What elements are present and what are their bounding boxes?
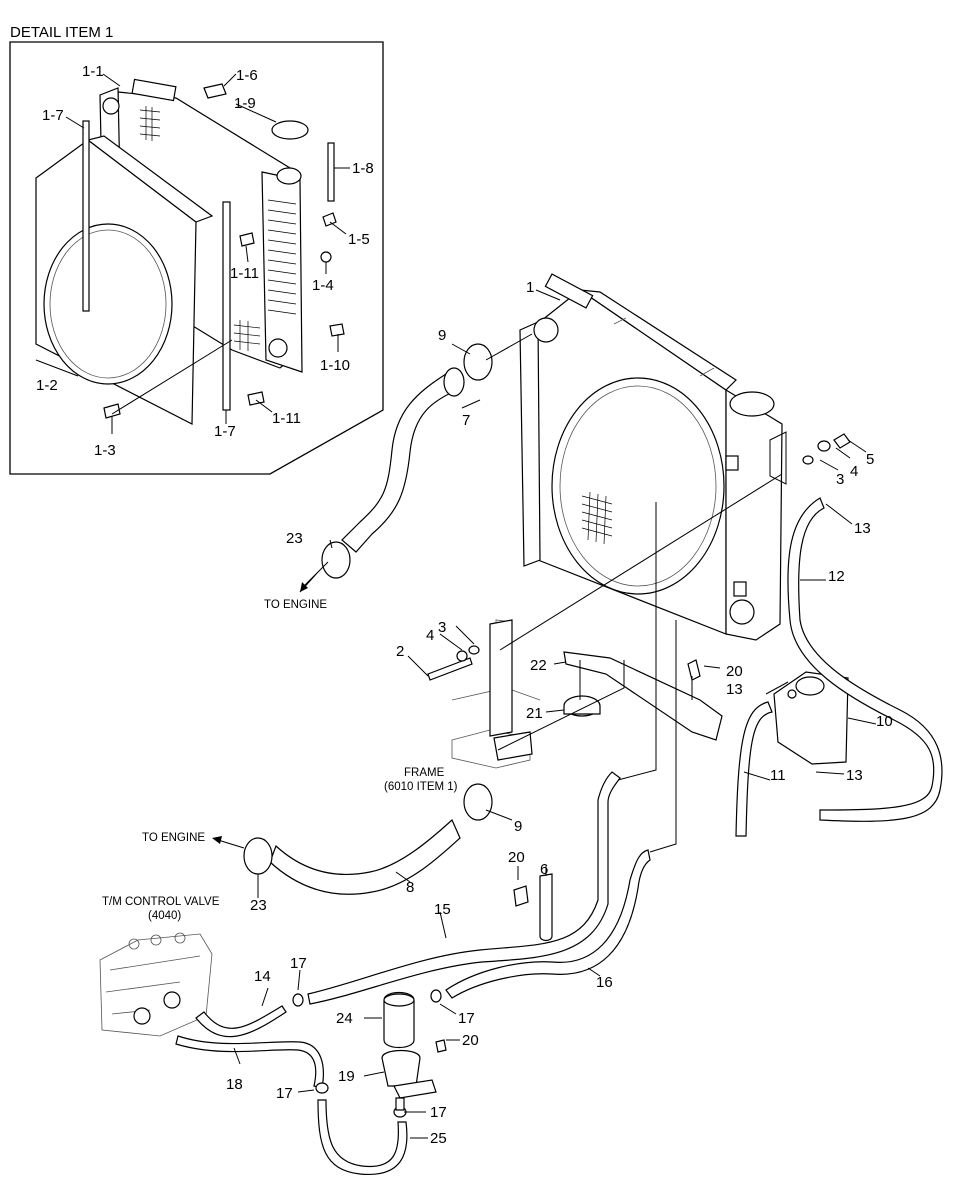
- oil-filter-assembly: [381, 991, 447, 1111]
- seal-strip-left: [82, 120, 90, 312]
- callout-1-1: 1-1: [82, 63, 104, 80]
- detail-leader-lines: [35, 73, 350, 434]
- mount-hardware-right: [802, 433, 851, 465]
- hose-clamp-23-lower: [243, 837, 273, 875]
- radiator-assembly: [519, 273, 787, 641]
- callout-17-lower-right: 17: [430, 1104, 447, 1121]
- callout-19: 19: [338, 1068, 355, 1085]
- callout-5: 5: [866, 451, 874, 468]
- detail-heading: DETAIL ITEM 1: [10, 24, 113, 41]
- callout-1-8: 1-8: [352, 160, 374, 177]
- detail-panel: DETAIL ITEM 1: [9, 24, 384, 475]
- callout-13-top: 13: [854, 520, 871, 537]
- callout-10: 10: [876, 713, 893, 730]
- frame-note-line1: FRAME: [404, 767, 445, 779]
- callout-1: 1: [526, 279, 534, 296]
- mount-hardware-left: [427, 645, 701, 681]
- callout-23-upper: 23: [286, 530, 303, 547]
- callout-1-11-lower: 1-11: [272, 410, 301, 427]
- callout-13-tank-top: 13: [726, 681, 743, 698]
- callout-1-4: 1-4: [312, 277, 334, 294]
- detail-fan-shroud: [35, 135, 214, 425]
- transmission-oil-lines: [307, 771, 651, 1005]
- callout-1-3: 1-3: [94, 442, 116, 459]
- callout-22: 22: [530, 657, 547, 674]
- tm-valve-note-line2: (4040): [148, 910, 181, 922]
- frame-note-line2: (6010 ITEM 1): [384, 781, 458, 793]
- callout-4-left: 4: [426, 627, 434, 644]
- callout-18: 18: [226, 1076, 243, 1093]
- callout-14: 14: [254, 968, 271, 985]
- to-engine-lower-note: TO ENGINE: [142, 832, 205, 844]
- callout-20-lower: 20: [462, 1032, 479, 1049]
- transmission-control-valve: [99, 932, 213, 1037]
- seal-strip-right: [222, 201, 231, 411]
- callout-1-7-right: 1-7: [214, 423, 236, 440]
- callout-7: 7: [462, 412, 470, 429]
- callout-21: 21: [526, 705, 543, 722]
- detail-rod: [327, 142, 335, 202]
- callout-15: 15: [434, 901, 451, 918]
- to-engine-upper-note: TO ENGINE: [264, 599, 327, 611]
- reserve-tank: [773, 671, 849, 765]
- mount-plate-assembly: [563, 651, 723, 741]
- leader-lines: [233, 289, 877, 1139]
- callout-9-upper: 9: [438, 327, 446, 344]
- callout-17-lower-left: 17: [276, 1085, 293, 1102]
- tm-valve-note-line1: T/M CONTROL VALVE: [102, 896, 220, 908]
- callout-24: 24: [336, 1010, 353, 1027]
- callout-1-2: 1-2: [36, 377, 58, 394]
- callout-9-lower: 9: [514, 818, 522, 835]
- callout-11: 11: [770, 767, 786, 784]
- callout-25: 25: [430, 1130, 447, 1147]
- callout-12: 12: [828, 568, 845, 585]
- callout-8: 8: [406, 879, 414, 896]
- detail-fasteners: [103, 212, 345, 419]
- tank-hoses: [735, 497, 943, 837]
- hose-clamp-23-upper: [321, 541, 351, 579]
- callout-13-tank-bottom: 13: [846, 767, 863, 784]
- hose-clamp-lower: [463, 783, 493, 821]
- callout-17-upper-right: 17: [458, 1010, 475, 1027]
- callout-1-5: 1-5: [348, 231, 370, 248]
- callout-17-upper-left: 17: [290, 955, 307, 972]
- hose-bracket: [513, 873, 553, 942]
- hose-clamp-upper: [463, 343, 493, 381]
- callout-6: 6: [540, 861, 548, 878]
- label-plate: [203, 83, 227, 99]
- callout-3-right: 3: [836, 471, 844, 488]
- flow-arrows: [212, 571, 319, 849]
- callout-1-9: 1-9: [234, 95, 256, 112]
- callout-2: 2: [396, 643, 404, 660]
- callout-16: 16: [596, 974, 613, 991]
- callout-1-10: 1-10: [320, 357, 350, 374]
- frame-bracket: [451, 619, 541, 769]
- callout-1-11-upper: 1-11: [230, 265, 259, 282]
- radiator-cap: [729, 391, 775, 417]
- callout-1-7-left: 1-7: [42, 107, 64, 124]
- detail-radiator-cap: [271, 120, 309, 140]
- callout-20-middle: 20: [508, 849, 525, 866]
- callout-20-right: 20: [726, 663, 743, 680]
- callout-4-right: 4: [850, 463, 858, 480]
- detail-panel-border: [9, 41, 384, 475]
- callout-23-lower: 23: [250, 897, 267, 914]
- callout-3-left: 3: [438, 619, 446, 636]
- upper-radiator-hose: [321, 343, 493, 579]
- lower-radiator-hose: [243, 783, 493, 895]
- callout-1-6: 1-6: [236, 67, 258, 84]
